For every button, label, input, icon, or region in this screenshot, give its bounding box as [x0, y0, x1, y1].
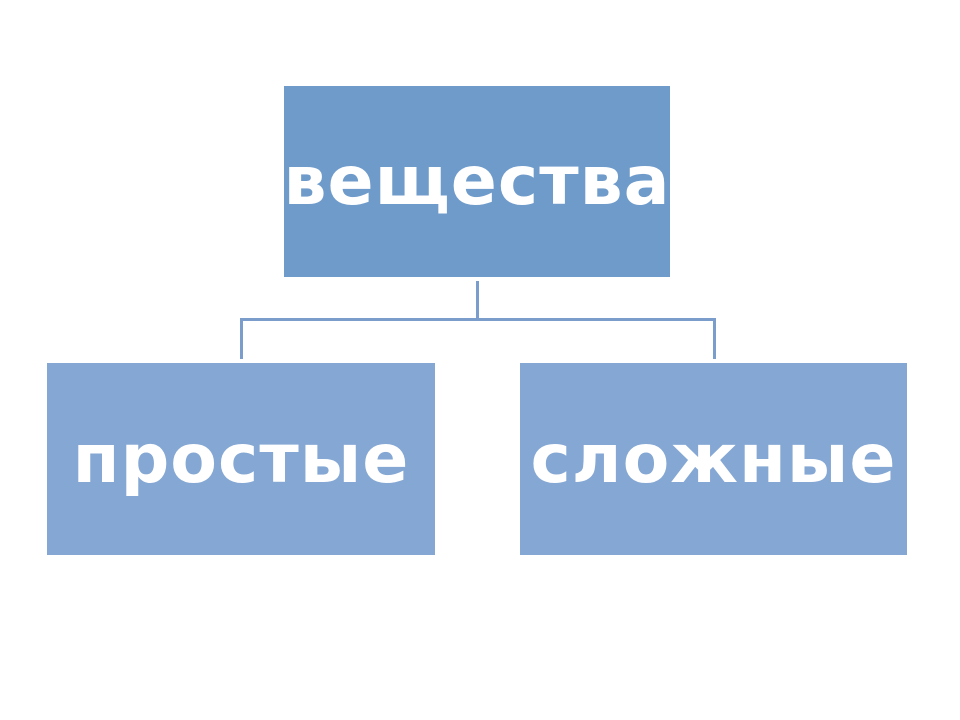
connector-horizontal [240, 318, 716, 321]
child-node-label: простые [72, 419, 410, 499]
child-node-label: сложные [530, 419, 897, 499]
child-node-complex: сложные [520, 363, 907, 555]
connector-left-branch [240, 318, 243, 359]
child-node-simple: простые [47, 363, 435, 555]
root-node-substances: вещества [283, 86, 671, 277]
connector-trunk [476, 281, 479, 321]
root-node-label: вещества [283, 142, 671, 221]
connector-right-branch [713, 318, 716, 359]
